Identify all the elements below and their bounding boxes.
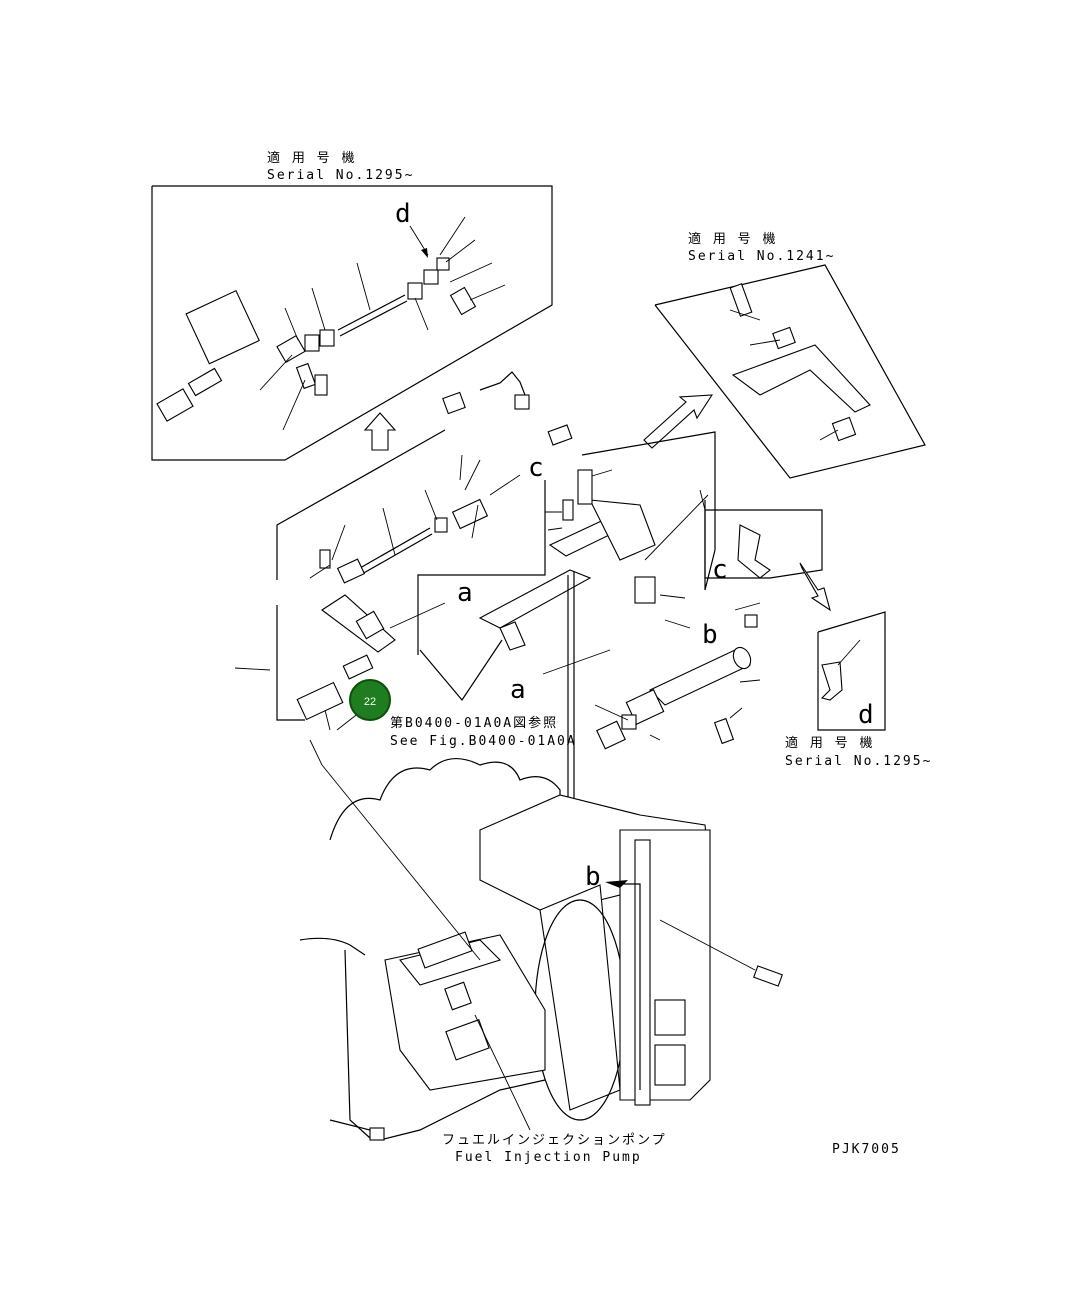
ref-letter-a-upper: a: [457, 578, 473, 608]
up-arrow-icon: [363, 412, 397, 451]
serial-label-right: Serial No.1241~: [688, 249, 835, 264]
ref-letter-d-top: d: [395, 199, 411, 229]
ref-letter-b-right: b: [702, 620, 718, 650]
applicable-label-bottom-right: 適 用 号 機: [785, 735, 874, 751]
serial-label-bottom-right: Serial No.1295~: [785, 754, 932, 769]
rod-linkage-mid: [296, 371, 573, 721]
fuel-pump-en-label: Fuel Injection Pump: [455, 1150, 642, 1165]
applicable-label-right: 適 用 号 機: [688, 231, 777, 247]
ref-letter-c-right: c: [712, 555, 728, 585]
center-bracket-assembly: c b: [478, 431, 831, 855]
ref-letter-a-lower: a: [510, 675, 526, 705]
callout-number: 22: [364, 696, 376, 708]
cylinder-part: [596, 646, 752, 750]
serial-label-top-left: Serial No.1295~: [267, 168, 414, 183]
see-fig-jp-label: 第B0400-01A0A図参照: [390, 715, 558, 731]
see-fig-reference: a 第B0400-01A0A図参照 See Fig.B0400-01A0A: [390, 639, 577, 749]
detail-box-top-left: 適 用 号 機 Serial No.1295~ d: [151, 150, 553, 461]
callout-circle[interactable]: [349, 679, 391, 721]
ref-letter-c-upper: c: [528, 453, 544, 483]
drawing-code: PJK7005: [832, 1142, 901, 1157]
detail-box-right: 適 用 号 機 Serial No.1241~: [643, 231, 926, 479]
engine-body: b: [299, 758, 783, 1141]
see-fig-en-label: See Fig.B0400-01A0A: [390, 734, 577, 749]
pump-leaders: [309, 739, 531, 1131]
applicable-label-top-left: 適 用 号 機: [267, 150, 356, 166]
arrow-to-right-box-icon: [643, 394, 714, 449]
ref-letter-d-right: d: [858, 700, 874, 730]
arrow-to-box-d-icon: [799, 562, 831, 612]
leader-lines-top-left: [259, 216, 506, 431]
rod-assembly-top-left: [156, 257, 477, 422]
detail-box-bottom-right: d 適 用 号 機 Serial No.1295~: [785, 611, 932, 769]
fuel-pump-jp-label: フュエルインジェクションポンプ: [442, 1133, 667, 1148]
callout-marker-22[interactable]: 22: [349, 679, 391, 721]
ref-letter-b-engine: b: [585, 862, 601, 892]
fuel-pump-label: フュエルインジェクションポンプ Fuel Injection Pump: [442, 1133, 667, 1165]
linkage-detail-mid: c a: [234, 371, 573, 731]
